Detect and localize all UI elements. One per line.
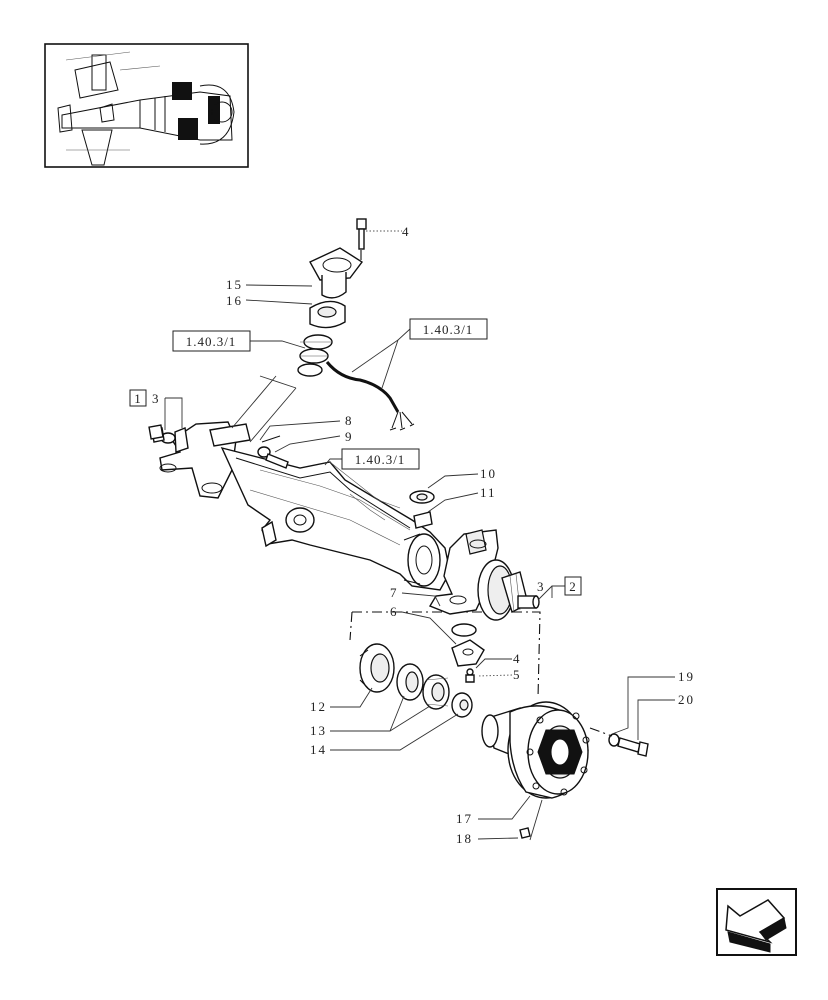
part-18-dowel-pin[interactable] [519,827,531,839]
callout-13: 13 [310,723,327,738]
callout-16: 16 [226,293,243,308]
part-8-9-bolt[interactable] [257,435,289,469]
reference-box-part-2[interactable]: 2 [564,576,582,596]
callout-3-left: 3 [152,391,161,406]
callout-3-right: 3 [537,579,546,594]
callout-11: 11 [480,485,497,500]
callout-6: 6 [390,604,399,619]
callout-9: 9 [345,429,354,444]
part-17-wheel-hub[interactable] [481,701,590,799]
callout-4-top: 4 [402,224,411,239]
part-16-bearing[interactable] [309,300,346,329]
part-10-washer[interactable] [409,490,435,504]
back-arrow-icon[interactable] [716,888,797,956]
reference-box-wiring[interactable]: 1.40.3/1 [409,318,488,340]
reference-box-steering-sensor[interactable]: 1.40.3/1 [172,330,251,352]
right-steering-knuckle[interactable] [428,529,529,621]
reference-box-axle[interactable]: 1.40.3/1 [341,448,420,470]
axle-overview-thumbnail[interactable] [44,43,249,168]
part-3-bushing-right[interactable] [517,595,540,609]
svg-text:1.40.3/1: 1.40.3/1 [355,452,406,467]
part-5-fitting[interactable] [465,668,475,683]
axle-housing[interactable] [151,421,451,591]
part-13-bearing[interactable] [396,663,450,710]
callout-19: 19 [678,669,695,684]
svg-text:2: 2 [569,579,577,594]
part-20-wheel-bolt[interactable] [617,737,649,757]
reference-box-part-1[interactable]: 1 [129,389,147,407]
callout-4-lower: 4 [513,651,522,666]
svg-text:1.40.3/1: 1.40.3/1 [423,322,474,337]
part-4-bolt-top[interactable] [356,218,367,262]
svg-text:1: 1 [134,391,142,406]
callout-20: 20 [678,692,695,707]
callout-14: 14 [310,742,327,757]
callout-12: 12 [310,699,327,714]
seal-stack[interactable] [297,334,333,377]
part-6-cover[interactable] [451,623,485,667]
sensor-wire[interactable] [325,361,415,431]
callout-8: 8 [345,413,354,428]
callout-18: 18 [456,831,473,846]
leader-lines [164,230,675,841]
callout-labels: 4 15 16 3 8 9 10 11 3 7 6 4 5 12 13 14 1… [152,224,695,846]
callout-7: 7 [390,585,399,600]
part-11-nut[interactable] [413,511,433,529]
svg-text:1.40.3/1: 1.40.3/1 [186,334,237,349]
part-14-bearing-cone[interactable] [451,692,473,718]
part-3-bushing-left[interactable] [148,424,164,440]
callout-17: 17 [456,811,473,826]
part-12-oil-seal[interactable] [359,643,395,693]
callout-5: 5 [513,667,522,682]
part-15-kingpin-cap[interactable] [309,247,364,299]
callout-15: 15 [226,277,243,292]
callout-10: 10 [480,466,497,481]
assembly-boundary [349,611,541,699]
